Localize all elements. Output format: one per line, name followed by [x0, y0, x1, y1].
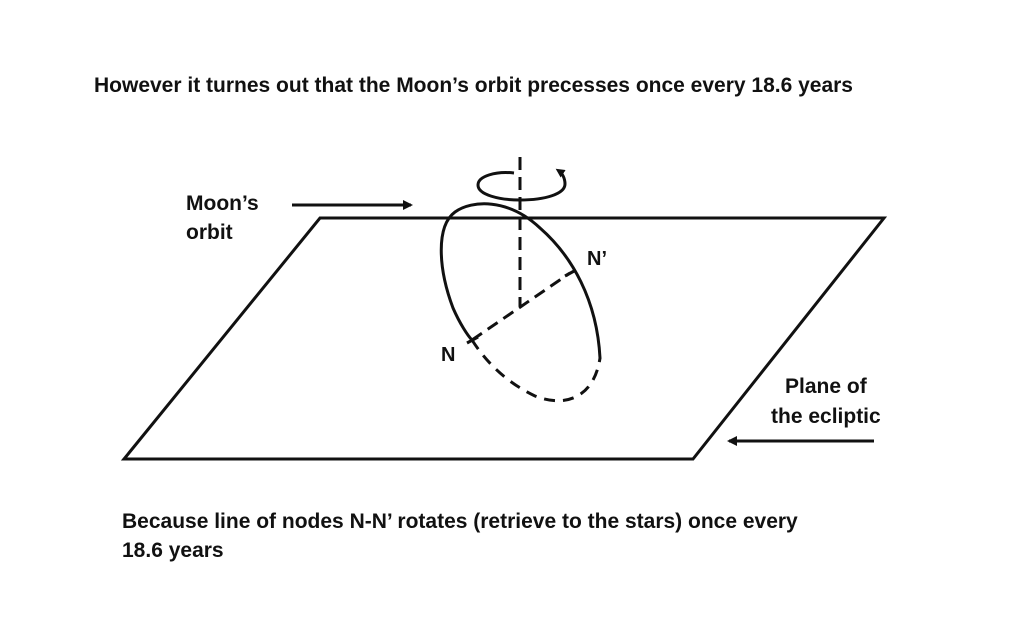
- caption-line1: Because line of nodes N-N’ rotates (retr…: [122, 510, 798, 533]
- moon-orbit-label-line1: Moon’s: [186, 192, 259, 215]
- moon-orbit-dashed-arc: [470, 339, 602, 403]
- node-n-tick: [466, 335, 479, 345]
- rotation-arrow-icon: [476, 168, 567, 202]
- ecliptic-plane: [120, 216, 888, 461]
- caption-line2: 18.6 years: [122, 539, 224, 562]
- line-of-nodes: [471, 271, 571, 342]
- node-n-label: N: [441, 344, 456, 366]
- moon-orbit-label-line2: orbit: [186, 221, 233, 244]
- node-n-prime-tick: [564, 268, 577, 278]
- diagram-caption: Because line of nodes N-N’ rotates (retr…: [122, 507, 798, 565]
- moon-orbit-label: Moon’s orbit: [186, 189, 259, 247]
- ecliptic-plane-label-line1: Plane of: [785, 375, 867, 398]
- ecliptic-plane-label-line2: the ecliptic: [771, 405, 881, 428]
- moon-orbit-solid-arc: [439, 202, 602, 360]
- node-n-prime-label: N’: [587, 248, 607, 270]
- diagram-headline: However it turnes out that the Moon’s or…: [94, 74, 853, 97]
- ecliptic-plane-label: Plane of the ecliptic: [771, 372, 881, 432]
